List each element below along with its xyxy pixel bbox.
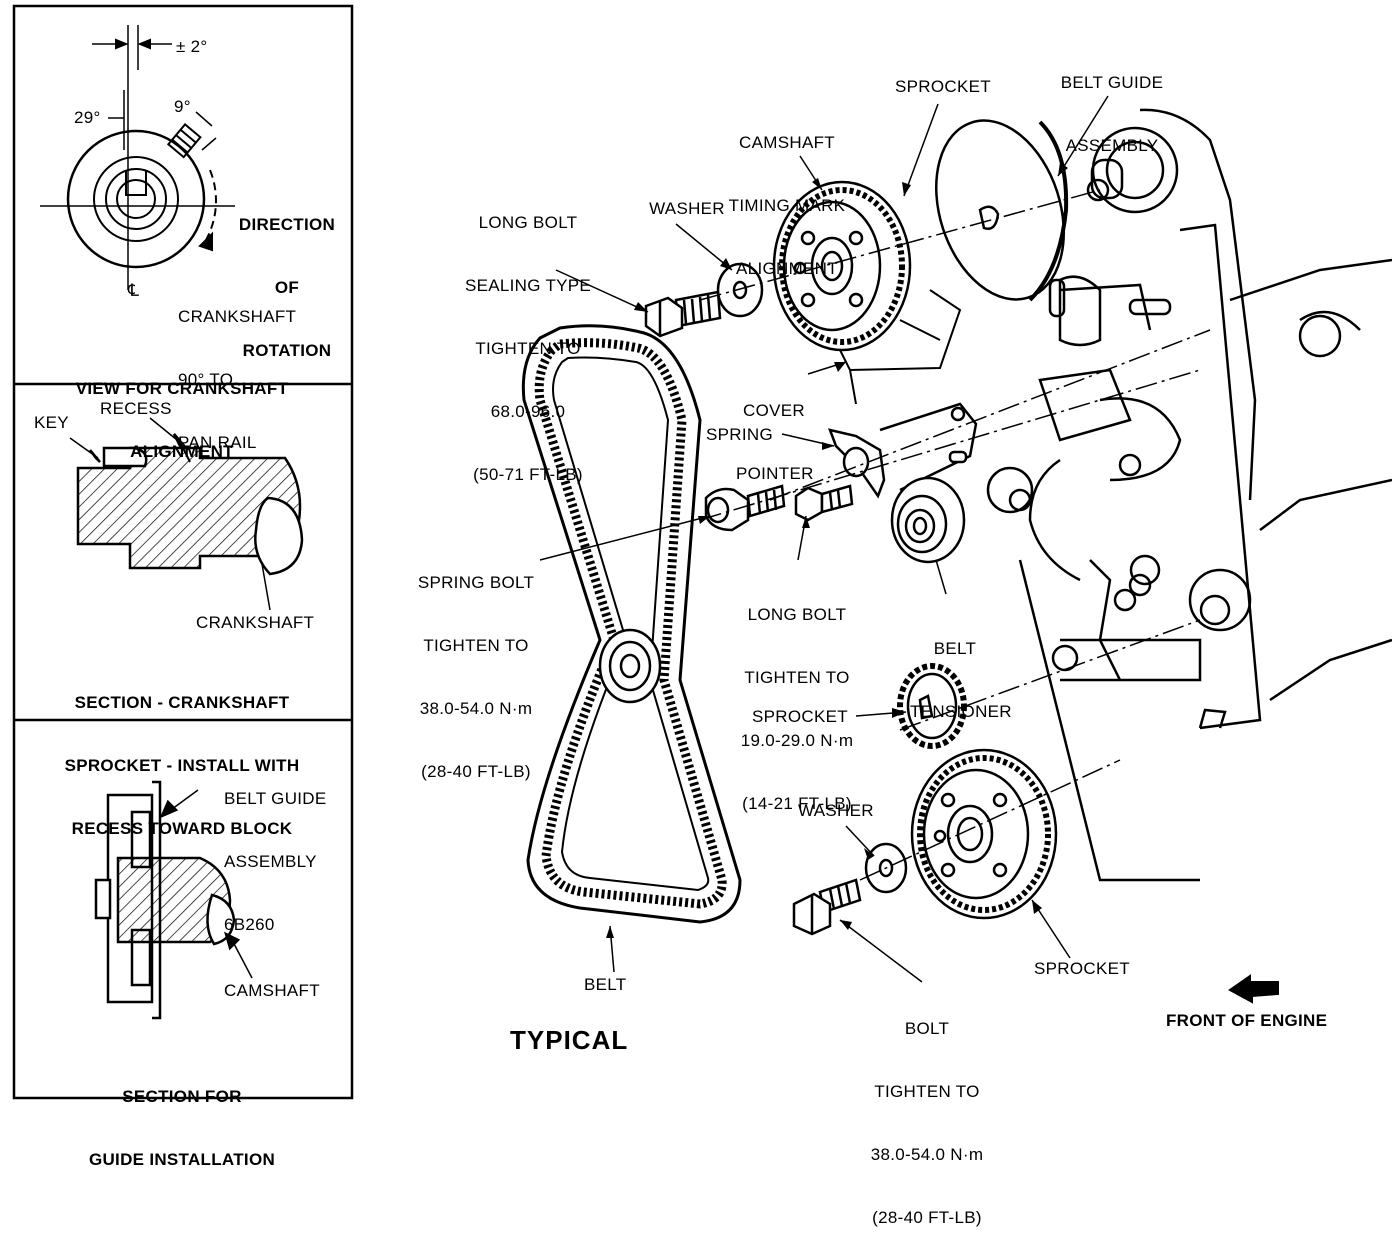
long-bolt-top-label: LONG BOLT SEALING TYPE TIGHTEN TO 68.0-9… <box>464 213 592 484</box>
belt-tensioner-label: BELT TENSIONER <box>910 639 1012 721</box>
washer-top <box>716 262 764 318</box>
long-bolt-top <box>644 290 722 338</box>
centerline-symbol: ℄ <box>128 281 140 300</box>
angle-29-label: 29° <box>74 108 101 127</box>
camshaft-label: CAMSHAFT <box>224 981 320 1000</box>
belt-guide-disc <box>934 119 1069 302</box>
typical-label: TYPICAL <box>510 1025 629 1055</box>
front-of-engine-label: FRONT OF ENGINE <box>1166 1011 1328 1030</box>
bolt-bottom <box>792 878 862 936</box>
guide-section-caption: SECTION FOR GUIDE INSTALLATION <box>88 1087 276 1169</box>
angle-9-label: 9° <box>174 97 191 116</box>
sprocket-section-caption: SECTION - CRANKSHAFT SPROCKET - INSTALL … <box>64 693 300 838</box>
sprocket-section-drawing <box>69 417 304 611</box>
spring-label: SPRING <box>706 425 773 444</box>
sprocket-top-label: SPROCKET <box>895 77 991 96</box>
spring-bolt-label: SPRING BOLT TIGHTEN TO 38.0-54.0 N·m (28… <box>417 573 535 781</box>
guide-section-drawing <box>94 780 253 1020</box>
long-bolt-mid <box>794 484 854 522</box>
guide-assembly-label: BELT GUIDE ASSEMBLY 6B260 <box>224 789 327 934</box>
long-bolt-mid-label: LONG BOLT TIGHTEN TO 19.0-29.0 N·m (14-2… <box>740 605 854 813</box>
cover-pointer-label: COVER POINTER <box>736 401 814 483</box>
front-of-engine-arrow <box>1228 974 1279 1004</box>
washer-top-label: WASHER <box>649 199 725 218</box>
crankshaft-note-label: CRANKSHAFT 90° TO PAN RAIL <box>178 307 297 452</box>
tolerance-label: ± 2° <box>176 37 208 56</box>
assembly-centerlines <box>699 189 1211 881</box>
left-panel-frames <box>12 4 354 1100</box>
crank-alignment-caption: VIEW FOR CRANKSHAFT ALIGNMENT <box>75 379 289 461</box>
timing-belt-diagram <box>12 4 1392 1100</box>
bottom-sprocket <box>910 748 1058 920</box>
sprocket-bottom-label: SPROCKET <box>1034 959 1130 978</box>
key-label: KEY <box>34 413 69 432</box>
leader-arrowheads <box>606 162 1068 938</box>
belt-label: BELT <box>584 975 627 994</box>
sprocket-mid-label: SPROCKET <box>752 707 848 726</box>
engine-block <box>986 108 1392 882</box>
recess-label: RECESS <box>100 399 172 418</box>
camshaft-sprocket <box>772 180 912 352</box>
idler-pulley <box>598 628 662 704</box>
camshaft-timing-label: CAMSHAFT TIMING MARK ALIGNMENT <box>728 133 846 278</box>
spring-and-tensioner <box>828 402 978 564</box>
direction-of-rotation-label: DIRECTION OF ROTATION <box>238 215 336 360</box>
crank-alignment-drawing <box>40 25 235 290</box>
washer-bottom-label: WASHER <box>798 801 874 820</box>
belt-guide-assembly-label: BELT GUIDE ASSEMBLY <box>1060 73 1164 155</box>
bolt-bottom-label: BOLT TIGHTEN TO 38.0-54.0 N·m (28-40 FT-… <box>870 1019 984 1227</box>
cover-pointer-bracket <box>839 289 962 405</box>
crankshaft-label: CRANKSHAFT <box>196 613 315 632</box>
